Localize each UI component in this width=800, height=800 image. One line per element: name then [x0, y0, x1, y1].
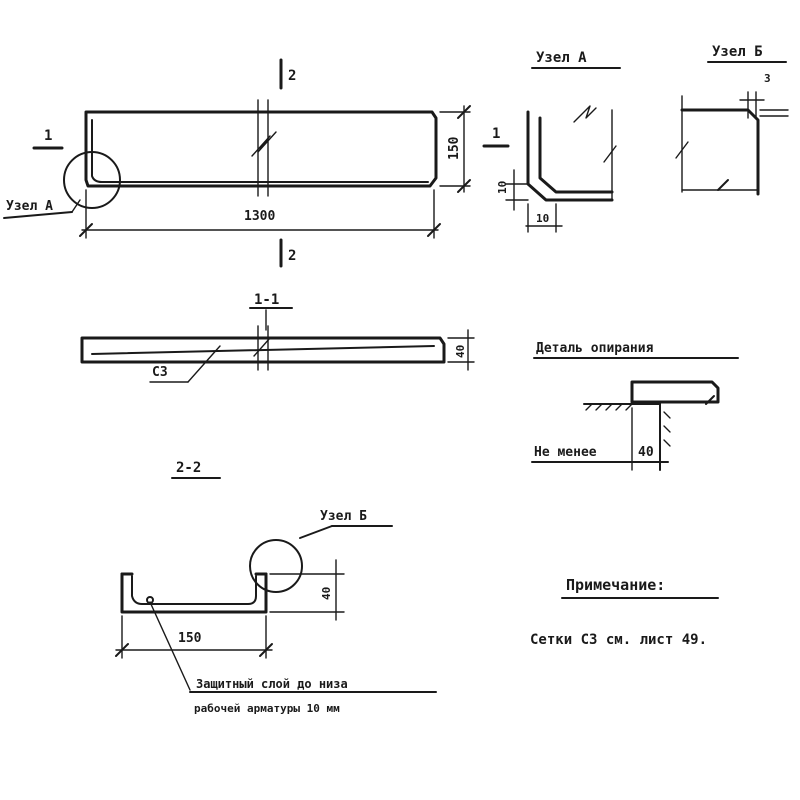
- section-2-2-cover-note-line2: рабочей арматуры 10 мм: [194, 702, 340, 715]
- support-detail-min-label: Не менее: [534, 445, 597, 460]
- section-2-2-cover-note-line1: Защитный слой до низа: [196, 677, 348, 691]
- section-1-1-title: 1-1: [254, 292, 279, 308]
- support-detail-min-value: 40: [638, 445, 654, 460]
- note-title: Примечание:: [566, 576, 665, 594]
- section-1-1: 1-1 С3 40: [80, 292, 475, 383]
- section-1-1-thickness-dim: 40: [454, 345, 467, 358]
- section-2-2-height-dim: 40: [320, 587, 333, 600]
- section-2-2-node-b-callout: Узел Б: [320, 509, 367, 524]
- note-block: Примечание: Сетки С3 см. лист 49.: [530, 576, 719, 648]
- plan-node-a-callout: Узел А: [6, 199, 53, 214]
- plan-section-mark-bottom: 2: [288, 248, 296, 264]
- node-a-dim-vertical: 10: [496, 181, 509, 194]
- plan-view: 2 2 1 1 Узел А 1300 150: [3, 58, 510, 268]
- section-2-2: 2-2 Узел Б 40 150 Защитный слой до низа …: [115, 460, 437, 715]
- section-2-2-title: 2-2: [176, 460, 201, 476]
- section-2-2-node-b-circle: [249, 539, 303, 593]
- node-b-top-title: Узел Б: [712, 44, 763, 60]
- support-detail-title: Деталь опирания: [536, 341, 654, 356]
- node-b-top-dim-offset: 3: [764, 72, 771, 85]
- support-detail: Деталь опирания Не менее 40: [531, 341, 739, 471]
- section-2-2-width-dim: 150: [178, 631, 202, 646]
- node-a-dim-horizontal: 10: [536, 212, 549, 225]
- plan-section-mark-top: 2: [288, 68, 296, 84]
- node-b-top-detail: Узел Б 3: [675, 44, 789, 196]
- note-text: Сетки С3 см. лист 49.: [530, 632, 707, 648]
- node-a-circle: [63, 151, 121, 209]
- plan-length-dim: 1300: [244, 209, 275, 224]
- section-1-1-mesh-label: С3: [152, 365, 168, 380]
- plan-section-mark-right: 1: [492, 126, 500, 142]
- plan-section-mark-left: 1: [44, 128, 52, 144]
- plan-height-dim: 150: [447, 136, 462, 160]
- node-a-title: Узел А: [536, 50, 587, 66]
- node-a-detail: Узел А 10 10: [496, 50, 621, 233]
